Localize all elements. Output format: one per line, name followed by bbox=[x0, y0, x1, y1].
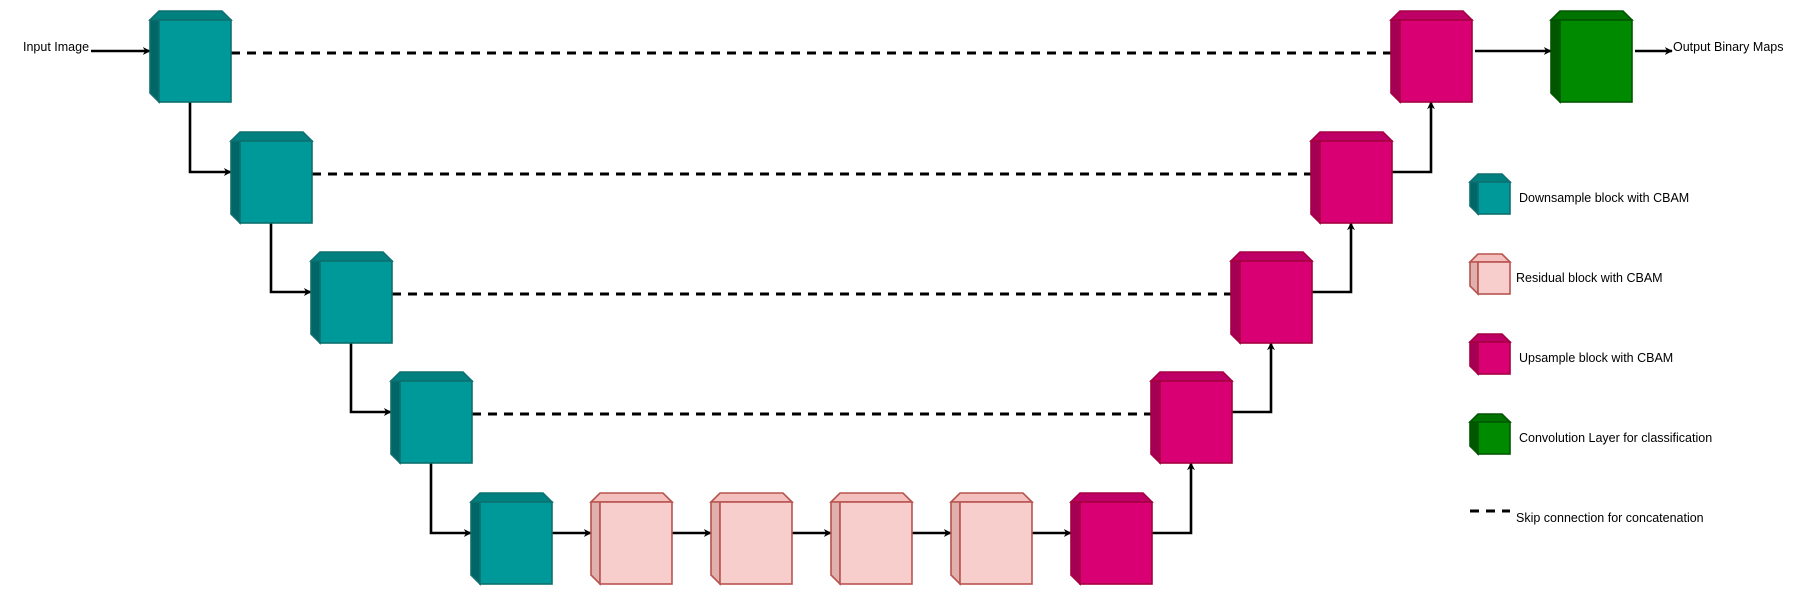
encoder-block-5 bbox=[469, 492, 554, 586]
decoder-block-2 bbox=[1229, 251, 1314, 345]
down-connector-3 bbox=[349, 343, 392, 416]
decoder-block-4 bbox=[1389, 10, 1474, 104]
down-connector-1 bbox=[188, 102, 232, 176]
legend-label-downsample: Downsample block with CBAM bbox=[1519, 191, 1689, 205]
bottleneck-block-5 bbox=[1069, 492, 1154, 586]
legend-icon-upsample bbox=[1468, 333, 1512, 376]
blocks bbox=[148, 10, 1634, 586]
decoder-block-1 bbox=[1149, 371, 1234, 465]
legend-label-residual: Residual block with CBAM bbox=[1516, 271, 1663, 285]
legend-icon-conv bbox=[1468, 413, 1512, 456]
bottleneck-block-4 bbox=[949, 492, 1034, 586]
down-connector-2 bbox=[269, 223, 312, 296]
encoder-block-2 bbox=[229, 131, 314, 225]
legend-label-conv: Convolution Layer for classification bbox=[1519, 431, 1712, 445]
input-image-label: Input Image bbox=[23, 40, 89, 54]
up-connector-2 bbox=[1232, 342, 1275, 414]
up-connector-1 bbox=[1152, 462, 1195, 535]
encoder-block-3 bbox=[309, 251, 394, 345]
output-binary-maps-label: Output Binary Maps bbox=[1673, 40, 1783, 54]
decoder-block-3 bbox=[1309, 131, 1394, 225]
up-connector-4 bbox=[1392, 101, 1435, 174]
encoder-block-4 bbox=[389, 371, 474, 465]
bottleneck-block-3 bbox=[829, 492, 914, 586]
legend-icon-downsample bbox=[1468, 173, 1512, 216]
down-connector-4 bbox=[429, 463, 472, 537]
legend: Downsample block with CBAM Residual bloc… bbox=[1468, 173, 1712, 525]
up-connector-3 bbox=[1312, 222, 1355, 294]
legend-icon-residual bbox=[1468, 253, 1512, 296]
encoder-block-1 bbox=[148, 10, 233, 104]
legend-label-skip: Skip connection for concatenation bbox=[1516, 511, 1704, 525]
bottleneck-block-2 bbox=[709, 492, 794, 586]
connectors bbox=[91, 47, 1673, 537]
classification-block bbox=[1549, 10, 1634, 104]
bottleneck-block-1 bbox=[589, 492, 674, 586]
legend-label-upsample: Upsample block with CBAM bbox=[1519, 351, 1673, 365]
